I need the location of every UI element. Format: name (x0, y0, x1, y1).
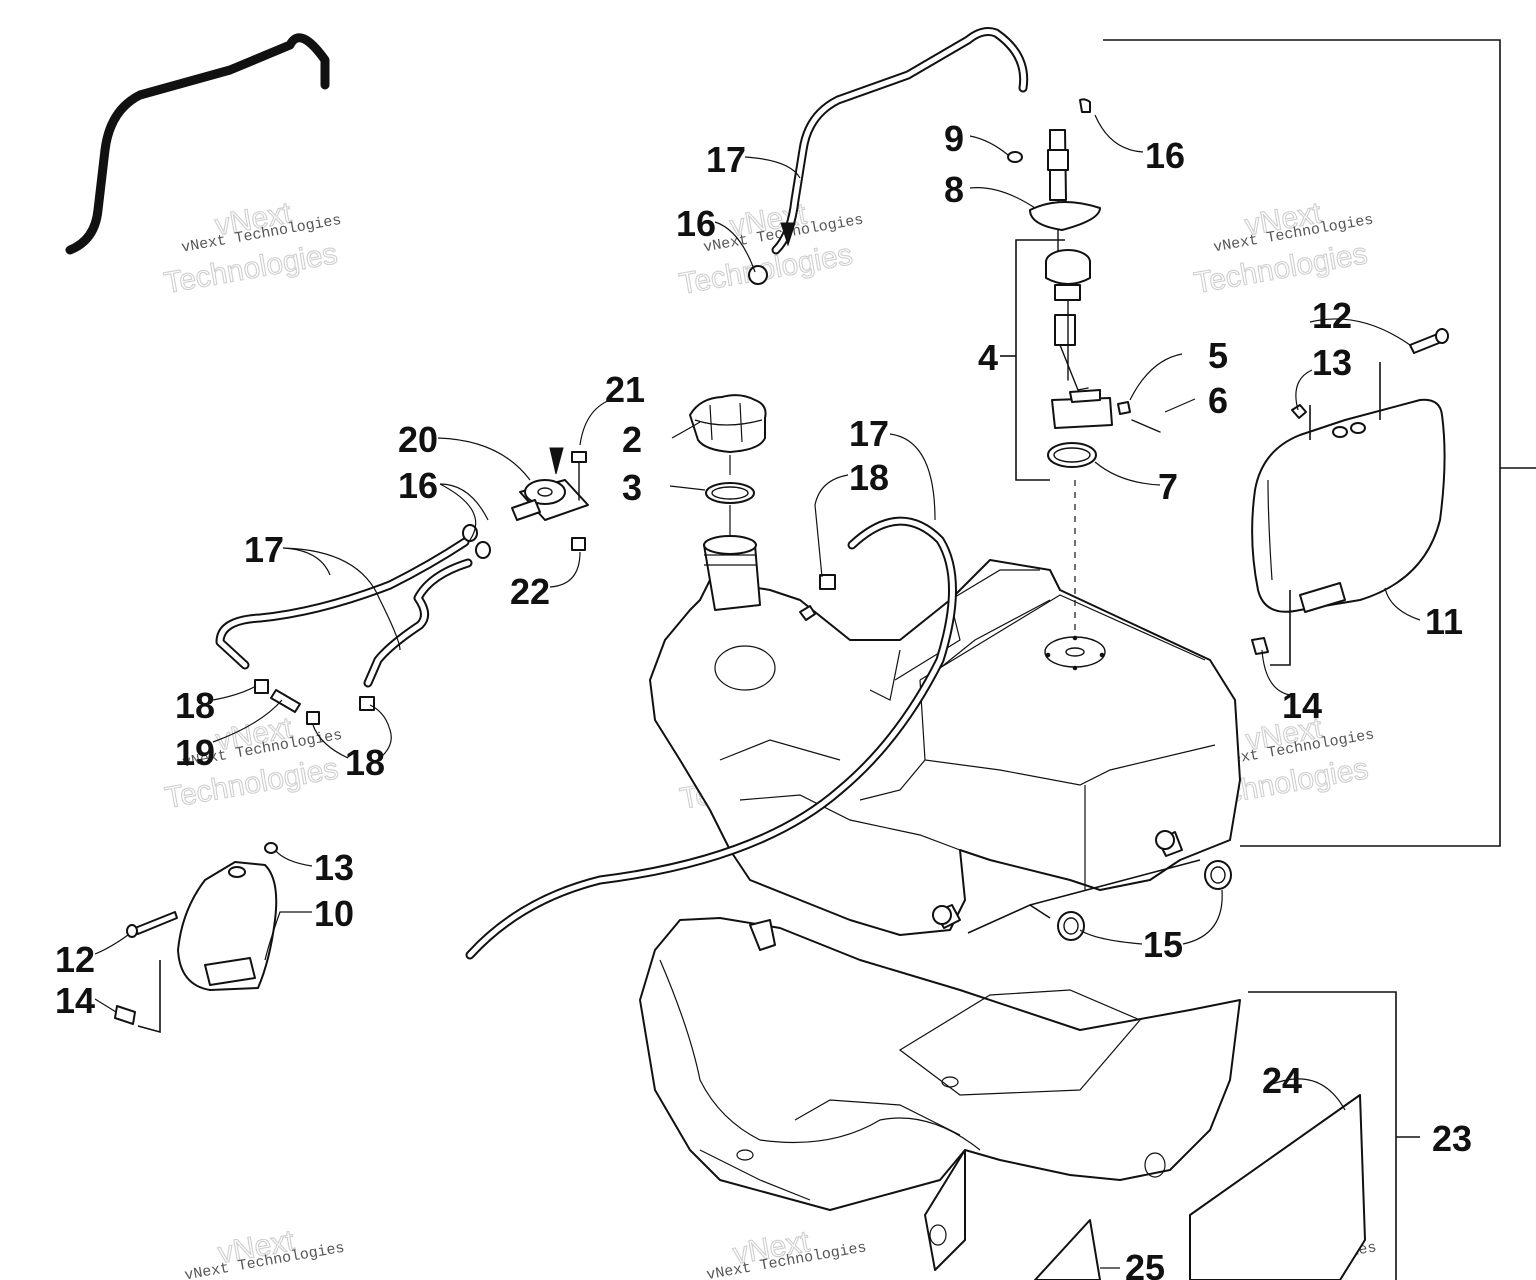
tank-shield (639, 917, 1241, 1271)
reference-brackets (137, 39, 1536, 1280)
callout-8: 8 (944, 169, 964, 210)
callout-7: 7 (1158, 466, 1178, 507)
hose-17-top (65, 33, 330, 255)
callout-24: 24 (1262, 1060, 1302, 1101)
strap-11-hardware (1251, 328, 1449, 655)
fuel-cap (689, 394, 767, 453)
watermark: vNext vNext Technologies Technologies (1191, 196, 1375, 301)
leader-lines (94, 114, 1421, 1269)
hose-17-left (215, 537, 473, 688)
watermark: vNext vNext Technologies (183, 1224, 346, 1280)
callout-19: 19 (175, 732, 215, 773)
tank-strap-10 (177, 861, 278, 991)
tank-strap-11 (1251, 398, 1446, 613)
callout-10: 10 (314, 893, 354, 934)
hose-clamps (254, 222, 836, 725)
callout-16: 16 (1145, 135, 1185, 176)
callout-17: 17 (244, 529, 284, 570)
callout-9: 9 (944, 118, 964, 159)
callout-17: 17 (706, 139, 746, 180)
callout-18: 18 (175, 685, 215, 726)
callout-15: 15 (1143, 924, 1183, 965)
callout-12: 12 (1312, 295, 1352, 336)
cap-gasket (705, 482, 755, 504)
callout-2: 2 (622, 419, 642, 460)
callout-12: 12 (55, 939, 95, 980)
callout-18: 18 (849, 457, 889, 498)
watermark: vNext vNext Technologies Technologies (161, 196, 343, 301)
callout-17: 17 (849, 413, 889, 454)
callout-18: 18 (345, 742, 385, 783)
callout-13: 13 (314, 847, 354, 888)
pump-gasket-7 (1047, 442, 1097, 468)
grommets-15 (1057, 860, 1232, 941)
screw-9 (1007, 151, 1023, 163)
callout-21: 21 (605, 369, 645, 410)
callout-3: 3 (622, 467, 642, 508)
watermark: vNext vNext Technologies (705, 1225, 868, 1280)
fuel-tank (649, 535, 1241, 936)
callout-5: 5 (1208, 335, 1228, 376)
callout-16: 16 (676, 203, 716, 244)
callout-14: 14 (1282, 685, 1322, 726)
callout-16: 16 (398, 465, 438, 506)
callout-4: 4 (978, 337, 998, 378)
hose-17-tank-vent (465, 516, 957, 960)
callout-14: 14 (55, 980, 95, 1021)
callout-11: 11 (1425, 601, 1463, 642)
side-panel-24 (1034, 1094, 1366, 1280)
callout-25: 25 (1125, 1247, 1165, 1280)
hoses (65, 27, 1029, 960)
callout-23: 23 (1432, 1118, 1472, 1159)
callout-20: 20 (398, 419, 438, 460)
callout-13: 13 (1312, 342, 1352, 383)
fuel-pump-assembly (1029, 98, 1161, 433)
strap-10-hardware (114, 842, 278, 1025)
callouts: 2 3 4 5 6 7 8 9 10 11 12 12 13 13 14 14 … (55, 118, 1472, 1280)
callout-6: 6 (1208, 380, 1228, 421)
fuel-valve-20 (511, 447, 589, 551)
callout-22: 22 (510, 571, 550, 612)
